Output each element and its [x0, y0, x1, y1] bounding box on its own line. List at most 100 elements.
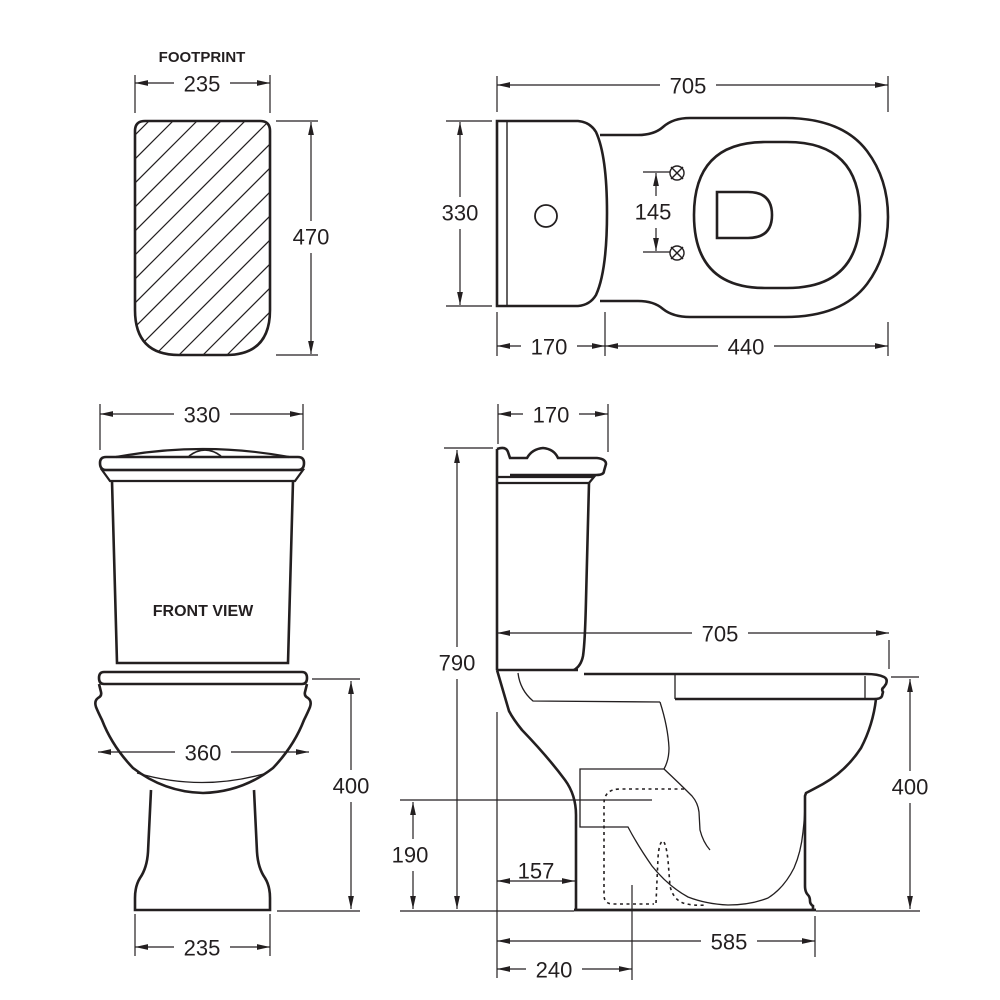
dimension-arrowhead	[497, 878, 510, 884]
front-lid-button	[188, 449, 222, 457]
dimension-arrowhead	[410, 802, 416, 815]
hatch-line	[135, 121, 270, 355]
side-bowl-interior-back	[659, 701, 711, 851]
side-cistern-lid	[496, 446, 608, 477]
plan-dimensions: 705 330 145 170 440	[442, 74, 889, 360]
dim-footprint-height: 470	[293, 225, 330, 250]
hatch-line	[135, 121, 203, 355]
hatch-line	[135, 121, 227, 355]
front-view-title: FRONT VIEW	[153, 603, 254, 620]
dimension-arrowhead	[875, 82, 888, 88]
front-bowl-pedestal-joint	[136, 772, 268, 784]
dim-side-outlet-setout: 240	[536, 958, 573, 983]
dimension-arrowhead	[605, 343, 618, 349]
dimension-arrowhead	[135, 80, 148, 86]
hatch-line	[135, 121, 270, 355]
hatch-line	[245, 121, 270, 355]
footprint-title: FOOTPRINT	[159, 49, 246, 66]
front-lid-dome	[115, 447, 290, 459]
dimension-arrowhead	[497, 966, 510, 972]
dimension-arrowhead	[875, 343, 888, 349]
dimension-arrowhead	[497, 343, 510, 349]
dimension-arrowhead	[457, 122, 463, 135]
dimension-arrowhead	[907, 679, 913, 692]
hinge-hole-marker	[669, 165, 685, 181]
hatch-line	[135, 121, 270, 355]
hatch-line	[197, 121, 270, 355]
dimension-arrowhead	[562, 878, 575, 884]
dim-side-trap-setout: 157	[518, 859, 555, 884]
dim-plan-hinge-centres: 145	[635, 200, 672, 225]
dimension-arrowhead	[454, 450, 460, 463]
front-bowl-outline	[94, 683, 312, 795]
dimension-arrowhead	[257, 944, 270, 950]
plan-pan-outline	[600, 116, 890, 319]
dimension-arrowhead	[497, 938, 510, 944]
dimension-arrowhead	[876, 630, 889, 636]
plan-trap-hole	[715, 190, 774, 240]
dimension-arrowhead	[498, 411, 511, 417]
front-tank-body	[110, 480, 295, 665]
side-cistern-lid-bottom	[498, 475, 597, 485]
dim-plan-overall-length: 705	[670, 74, 707, 99]
dim-side-cistern-depth: 170	[533, 403, 570, 428]
dimension-arrowhead	[592, 343, 605, 349]
hatch-line	[135, 121, 179, 355]
dimension-arrowhead	[619, 966, 632, 972]
footprint-outline	[133, 119, 272, 357]
front-seat-bar	[97, 670, 309, 686]
side-seat-slab	[584, 672, 888, 701]
dimension-arrowhead	[410, 896, 416, 909]
dimension-arrowhead	[653, 173, 659, 186]
dim-side-rim-height: 400	[892, 775, 929, 800]
front-lid-bar	[98, 455, 306, 472]
hatch-line	[135, 121, 270, 355]
dimension-arrowhead	[497, 82, 510, 88]
dimension-arrowhead	[100, 411, 113, 417]
dimension-arrowhead	[497, 630, 510, 636]
dimension-arrowhead	[595, 411, 608, 417]
dim-side-overall-depth: 705	[702, 622, 739, 647]
dim-side-overall-height: 790	[439, 651, 476, 676]
side-bowl-front-outline	[803, 698, 878, 910]
plan-flush-button	[534, 204, 558, 228]
hatch-line	[149, 121, 270, 355]
side-trap-dashed-weir	[655, 840, 707, 907]
dimension-arrowhead	[348, 681, 354, 694]
plan-view: 705 330 145 170 440	[442, 74, 890, 360]
hatch-line	[135, 121, 270, 355]
hatch-line	[135, 121, 251, 355]
dimension-arrowhead	[135, 944, 148, 950]
dimension-arrowhead	[308, 122, 314, 135]
dimension-arrowhead	[296, 749, 309, 755]
side-seat-bracket	[517, 672, 661, 703]
dimension-arrowhead	[348, 896, 354, 909]
footprint-hatching	[135, 121, 270, 355]
dimension-arrowhead	[457, 292, 463, 305]
dim-side-trap-height: 190	[392, 843, 429, 868]
front-lid-molding	[99, 468, 306, 483]
front-pedestal	[133, 789, 272, 912]
dimension-arrowhead	[257, 80, 270, 86]
side-tank-front	[573, 482, 591, 672]
plan-cistern-outline	[495, 119, 609, 308]
plan-seat-ring	[692, 140, 862, 290]
dim-plan-cistern-depth: 170	[531, 335, 568, 360]
hinge-hole-marker	[669, 245, 685, 261]
dim-front-cistern-width: 330	[184, 403, 221, 428]
hatch-line	[173, 121, 270, 355]
dim-plan-cistern-width: 330	[442, 201, 479, 226]
dimension-arrowhead	[308, 341, 314, 354]
dim-plan-pan-length: 440	[728, 335, 765, 360]
dim-front-height: 400	[333, 774, 370, 799]
hatch-line	[221, 121, 270, 355]
hatch-line	[135, 121, 155, 355]
dim-front-base-width: 235	[184, 936, 221, 961]
dimension-arrowhead	[454, 896, 460, 909]
